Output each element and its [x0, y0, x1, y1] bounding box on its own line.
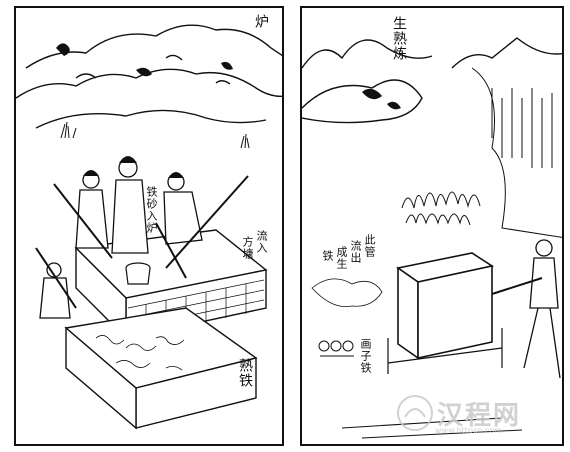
label-raw-iron-lower: 熟铁: [237, 358, 253, 388]
watermark-text: 汉程网: [437, 401, 522, 431]
label-furnace: 炉: [253, 14, 269, 29]
left-grass: [60, 121, 250, 149]
ground-lines: [341, 417, 523, 439]
label-enter-box: 流入: [255, 230, 268, 254]
iron-ingots: [318, 340, 354, 357]
furnace-legs: [387, 328, 503, 374]
right-cliff: [471, 67, 562, 238]
bellows-rod: [491, 277, 543, 295]
label-ingot-note: 画子铁: [359, 338, 372, 374]
left-panel-smelting-scene: 炉 铁砂入炉 流入 方塘 熟铁: [14, 6, 284, 446]
label-flows-out: 流出: [349, 240, 362, 264]
molten-trough: [64, 307, 258, 430]
rock-pile: [311, 278, 383, 307]
watermark-logo-icon: [397, 395, 433, 431]
right-mountains: [302, 37, 562, 124]
label-this-way: 此管: [363, 234, 376, 258]
right-panel-refining-scene: 生熟炼 此管 流出 成生 铁 画子铁: [300, 6, 564, 446]
workers: [39, 158, 203, 319]
left-mountains: [16, 24, 282, 129]
box-furnace: [396, 252, 495, 360]
right-mountain-shading: [362, 88, 401, 110]
label-iron: 铁: [321, 250, 334, 262]
ore-basket: [125, 262, 151, 285]
label-becomes-raw: 成生: [335, 246, 348, 270]
watermark-url: www.httpcn.com: [435, 426, 502, 435]
label-raw-cooked: 生熟炼: [391, 16, 407, 61]
worker-hair: [83, 156, 184, 178]
furnace-flames: [401, 191, 481, 226]
left-scene-drawing: [16, 24, 282, 430]
label-square-pool: 方塘: [241, 236, 254, 260]
bellows-worker: [523, 239, 561, 379]
molten-swirls: [95, 335, 185, 371]
site-watermark: 汉程网 www.httpcn.com: [395, 393, 560, 439]
left-mountain-shading: [56, 43, 233, 77]
stirring-poles: [35, 175, 249, 309]
label-ore-into-furnace: 铁砂入炉: [145, 186, 158, 234]
right-scene-drawing: [302, 37, 562, 439]
